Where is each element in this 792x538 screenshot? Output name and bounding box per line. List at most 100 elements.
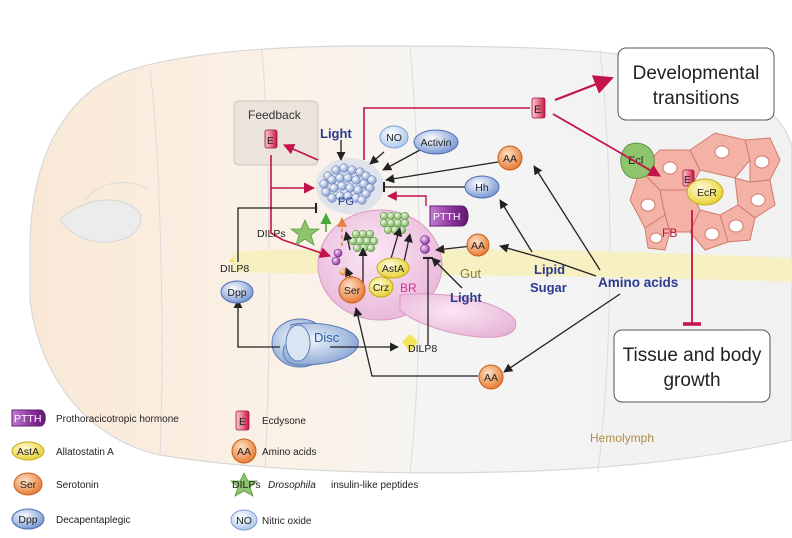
- fb-label: FB: [662, 226, 677, 240]
- legend-dilps-italic: Drosophila: [268, 480, 316, 491]
- pg-cell: [331, 165, 341, 175]
- dilp8-left-label: DILP8: [220, 263, 249, 275]
- hh-label: Hh: [475, 182, 489, 194]
- feedback-box: Feedback E: [233, 100, 319, 166]
- ecr-complex: E EcR: [682, 169, 724, 206]
- dilp8-bottom-node: DILP8: [402, 334, 437, 355]
- aa-top-label: AA: [503, 153, 517, 165]
- pg-cell: [347, 165, 357, 175]
- sugar-label: Sugar: [530, 280, 567, 295]
- pg-cell: [321, 187, 331, 197]
- aa-node-top: AA: [497, 145, 523, 171]
- neuron-cell: [352, 243, 362, 253]
- neuron-cell: [351, 229, 361, 239]
- neuron-cell: [365, 229, 375, 239]
- ecdysone-node: E: [531, 97, 546, 119]
- neuron-cell: [359, 243, 369, 253]
- neuron-cell: [400, 211, 410, 221]
- neuron-cell: [400, 218, 410, 228]
- ecdysone-e-label: E: [534, 104, 541, 116]
- legend-aa-abbr: AA: [237, 446, 251, 458]
- hemolymph-label: Hemolymph: [590, 431, 654, 445]
- legend-ptth-text: Prothoracicotropic hormone: [56, 414, 179, 425]
- ptth-label: PTTH: [433, 211, 460, 223]
- no-label: NO: [386, 132, 402, 144]
- neuron-cell: [362, 236, 372, 246]
- activin-label: Activin: [421, 137, 452, 149]
- pg-cell: [337, 181, 347, 191]
- pg-cell: [335, 173, 345, 183]
- pg-cell: [345, 183, 355, 193]
- dilp8-bottom-label: DILP8: [408, 343, 437, 355]
- legend-item-ptth: PTTH Prothoracicotropic hormone: [11, 409, 179, 427]
- dpp-node: Dpp: [220, 280, 254, 304]
- ptth-neurons: [331, 235, 430, 266]
- ser-node: Ser: [338, 276, 366, 304]
- dpp-label: Dpp: [227, 287, 246, 299]
- feedback-ecdysone-icon: [264, 129, 278, 149]
- neuron-cell: [366, 243, 376, 253]
- legend-asta-abbr: AstA: [17, 446, 39, 458]
- legend-ser-text: Serotonin: [56, 480, 99, 491]
- hh-node: Hh: [464, 175, 500, 199]
- neuron-cell: [358, 229, 368, 239]
- neuron-clusters: [348, 211, 410, 253]
- legend-ptth-abbr: PTTH: [14, 413, 41, 425]
- imaginal-disc: Disc: [271, 318, 359, 368]
- dilp8-left-node: DILP8: [220, 258, 249, 275]
- dilps-label: DILPs: [257, 228, 286, 240]
- crz-node: Crz: [368, 276, 394, 298]
- legend-e-text: Ecdysone: [262, 416, 306, 427]
- legend: PTTH Prothoracicotropic hormone AstA All…: [11, 409, 418, 531]
- legend-e-abbr: E: [239, 416, 246, 428]
- developmental-transitions-box: Developmental transitions: [617, 47, 775, 121]
- pg-cell: [353, 185, 363, 195]
- pg-label: PG: [338, 196, 354, 208]
- legend-dpp-text: Decapentaplegic: [56, 515, 131, 526]
- asta-label: AstA: [382, 263, 404, 275]
- ecr-label: EcR: [697, 187, 717, 199]
- no-node: NO: [379, 125, 409, 149]
- aa-node-mid: AA: [466, 233, 490, 257]
- ecl-transporter: Ecl: [620, 142, 655, 179]
- neuron-cell: [369, 236, 379, 246]
- pg-cell: [339, 163, 349, 173]
- neuron-cell: [379, 218, 389, 228]
- feedback-e-label: E: [267, 136, 274, 147]
- pg-cell: [327, 193, 337, 203]
- br-label: BR: [400, 281, 417, 295]
- activin-node: Activin: [413, 129, 459, 155]
- legend-item-no: NO Nitric oxide: [230, 509, 312, 531]
- dilps-node: DILPs: [257, 219, 321, 246]
- feedback-label: Feedback: [248, 108, 302, 122]
- legend-no-abbr: NO: [236, 515, 252, 527]
- pg-cell: [327, 175, 337, 185]
- legend-asta-text: Allatostatin A: [56, 447, 114, 458]
- aa-mid-label: AA: [471, 240, 485, 252]
- legend-item-ser: Ser Serotonin: [13, 472, 99, 496]
- light-bottom-label: Light: [450, 290, 482, 305]
- neuron-cell: [355, 236, 365, 246]
- ser-label: Ser: [344, 285, 361, 297]
- legend-aa-text: Amino acids: [262, 447, 316, 458]
- arrows: [233, 75, 701, 377]
- pg-cell: [357, 195, 367, 205]
- amino-acids-label: Amino acids: [598, 275, 678, 290]
- legend-item-dilps: DILPs Drosophila insulin-like peptides: [229, 472, 418, 497]
- developmental-line-1: Developmental: [633, 63, 760, 84]
- neuron-cell: [390, 225, 400, 235]
- pg-cell: [367, 175, 377, 185]
- developmental-line-2: transitions: [653, 88, 740, 109]
- pg-cell: [319, 179, 329, 189]
- legend-dilps-abbr: DILPs: [232, 479, 261, 491]
- tissue-growth-box: Tissue and body growth: [613, 329, 771, 403]
- ptth-node: PTTH: [429, 205, 469, 227]
- neuron-cell: [379, 211, 389, 221]
- light-top-label: Light: [320, 126, 352, 141]
- aa-node-bottom: AA: [478, 364, 504, 390]
- neuron-cell: [386, 211, 396, 221]
- neuron-cell: [386, 218, 396, 228]
- neuron-cell: [393, 211, 403, 221]
- legend-item-ecdysone: E Ecdysone: [235, 410, 306, 431]
